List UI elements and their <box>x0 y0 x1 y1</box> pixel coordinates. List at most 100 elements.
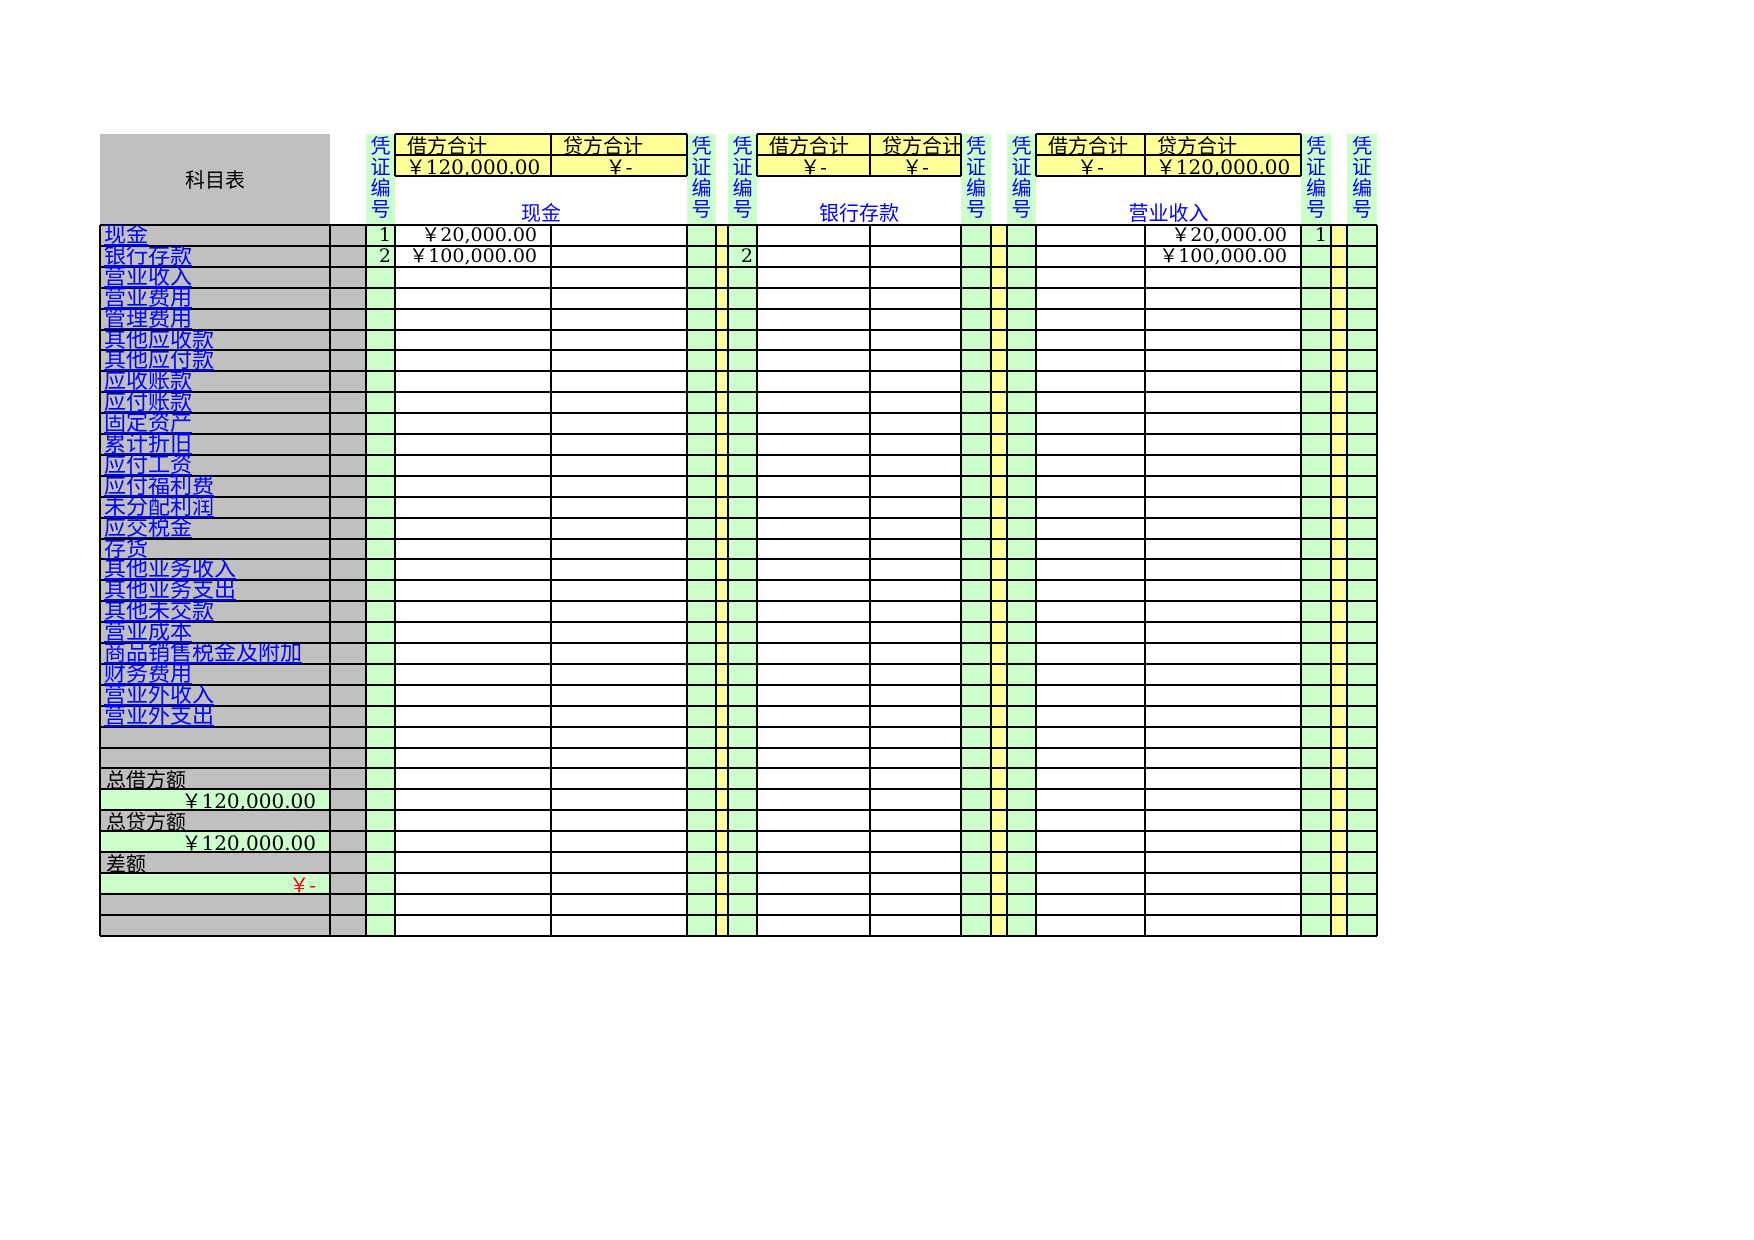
subject-header-cell: 科目表 <box>100 134 330 225</box>
credit-amount-cell[interactable] <box>870 246 961 267</box>
voucher-number-cell[interactable] <box>1301 246 1331 267</box>
grid-line <box>395 133 687 135</box>
grid-line <box>756 225 758 936</box>
voucher-number-cell[interactable] <box>1007 246 1036 267</box>
grid-line <box>100 683 1377 686</box>
voucher-number-header: 凭 证 编 号 <box>732 134 753 221</box>
empty-subject-cell <box>100 726 330 748</box>
account-name-header: 现金 <box>395 176 687 225</box>
account-name-header: 银行存款 <box>757 176 961 225</box>
grid-line <box>100 224 1377 226</box>
grid-line <box>365 225 367 936</box>
account-link[interactable]: 银行存款 <box>104 245 193 267</box>
empty-subject-cell <box>100 747 330 769</box>
account-link[interactable]: 营业成本 <box>104 622 193 643</box>
voucher-number-header: 凭 证 编 号 <box>1306 134 1326 221</box>
grid-line <box>395 175 687 177</box>
credit-amount-cell[interactable] <box>551 225 687 246</box>
account-link[interactable]: 存货 <box>104 538 149 560</box>
grid-line <box>1300 225 1302 936</box>
voucher-number-cell[interactable]: 2 <box>740 245 753 267</box>
account-link[interactable]: 应付账款 <box>104 392 193 414</box>
debit-total-value: ￥- <box>757 155 870 176</box>
account-link[interactable]: 累计折旧 <box>104 434 193 455</box>
account-link[interactable]: 营业费用 <box>104 287 193 309</box>
grid-line <box>727 225 729 936</box>
difference-label: 差额 <box>100 852 330 873</box>
voucher-number-cell[interactable] <box>1007 225 1036 246</box>
grid-line <box>1035 134 1037 176</box>
credit-amount-cell[interactable]: ￥100,000.00 <box>1159 245 1287 267</box>
debit-amount-cell[interactable] <box>757 246 870 267</box>
debit-amount-cell[interactable]: ￥20,000.00 <box>421 225 537 246</box>
account-link[interactable]: 应收账款 <box>104 371 193 393</box>
total-credit-value: ￥120,000.00 <box>100 831 330 852</box>
grid-line <box>1144 225 1146 936</box>
voucher-number-cell[interactable] <box>728 225 757 246</box>
account-link[interactable]: 营业收入 <box>104 266 193 288</box>
grid-line <box>100 307 1377 310</box>
debit-amount-cell[interactable]: ￥100,000.00 <box>409 245 537 267</box>
grid-line <box>960 225 962 936</box>
grid-line <box>100 704 1377 707</box>
grid-line <box>100 788 1377 791</box>
grid-line <box>1036 175 1301 177</box>
grid-line <box>550 225 552 936</box>
grid-line <box>100 265 1377 268</box>
grid-line <box>100 328 1377 331</box>
credit-total-value: ￥- <box>870 155 961 176</box>
account-link[interactable]: 财务费用 <box>104 663 193 685</box>
account-link[interactable]: 管理费用 <box>104 308 193 330</box>
account-link[interactable]: 应付福利费 <box>104 475 215 497</box>
grid-line <box>757 133 961 135</box>
debit-amount-cell[interactable] <box>1036 246 1145 267</box>
debit-total-value: ￥- <box>1036 155 1145 176</box>
account-name-header: 营业收入 <box>1036 176 1301 225</box>
grid-line <box>100 892 1377 895</box>
voucher-number-header: 凭 证 编 号 <box>370 134 391 221</box>
debit-amount-cell[interactable] <box>1036 225 1145 246</box>
account-link[interactable]: 其他应付款 <box>104 350 215 372</box>
total-debit-value: ￥120,000.00 <box>100 789 330 811</box>
grid-line <box>869 225 871 936</box>
grid-line <box>100 579 1377 582</box>
voucher-number-cell[interactable]: 1 <box>1314 225 1327 246</box>
voucher-number-column <box>1347 134 1377 936</box>
grid-line <box>100 433 1377 435</box>
debit-amount-cell[interactable] <box>757 225 870 246</box>
grid-line <box>1006 225 1008 936</box>
account-link[interactable]: 营业外支出 <box>104 705 215 727</box>
voucher-number-cell[interactable]: 1 <box>378 225 391 246</box>
grid-line <box>100 349 1377 352</box>
grid-line <box>100 746 1377 749</box>
account-link[interactable]: 商品销售税金及附加 <box>104 643 303 664</box>
grid-line <box>550 134 552 176</box>
grid-line <box>100 871 1377 874</box>
account-link[interactable]: 应交税金 <box>104 517 193 539</box>
credit-total-label: 贷方合计 <box>870 134 961 155</box>
account-link[interactable]: 其他业务支出 <box>104 580 237 602</box>
grid-line <box>686 134 688 176</box>
account-link[interactable]: 固定资产 <box>104 413 193 434</box>
account-link[interactable]: 应付工资 <box>104 454 193 476</box>
empty-subject-cell <box>100 893 330 915</box>
credit-amount-cell[interactable] <box>870 225 961 246</box>
grid-line <box>1036 154 1301 156</box>
account-link[interactable]: 其他应收款 <box>104 329 215 351</box>
account-link[interactable]: 现金 <box>104 225 149 246</box>
grid-line <box>100 642 1377 644</box>
account-link[interactable]: 营业外收入 <box>104 684 215 706</box>
account-link[interactable]: 其他未交款 <box>104 601 215 623</box>
grid-line <box>100 412 1377 415</box>
account-link[interactable]: 其他业务收入 <box>104 559 237 581</box>
grid-line <box>715 225 717 936</box>
voucher-number-cell[interactable]: 2 <box>378 245 391 267</box>
grid-line <box>100 767 1377 770</box>
credit-amount-cell[interactable]: ￥20,000.00 <box>1171 225 1287 246</box>
credit-amount-cell[interactable] <box>551 246 687 267</box>
grid-line <box>100 725 1377 728</box>
account-link[interactable]: 未分配利润 <box>104 496 215 518</box>
grid-line <box>686 225 688 936</box>
grid-line <box>100 934 1377 937</box>
